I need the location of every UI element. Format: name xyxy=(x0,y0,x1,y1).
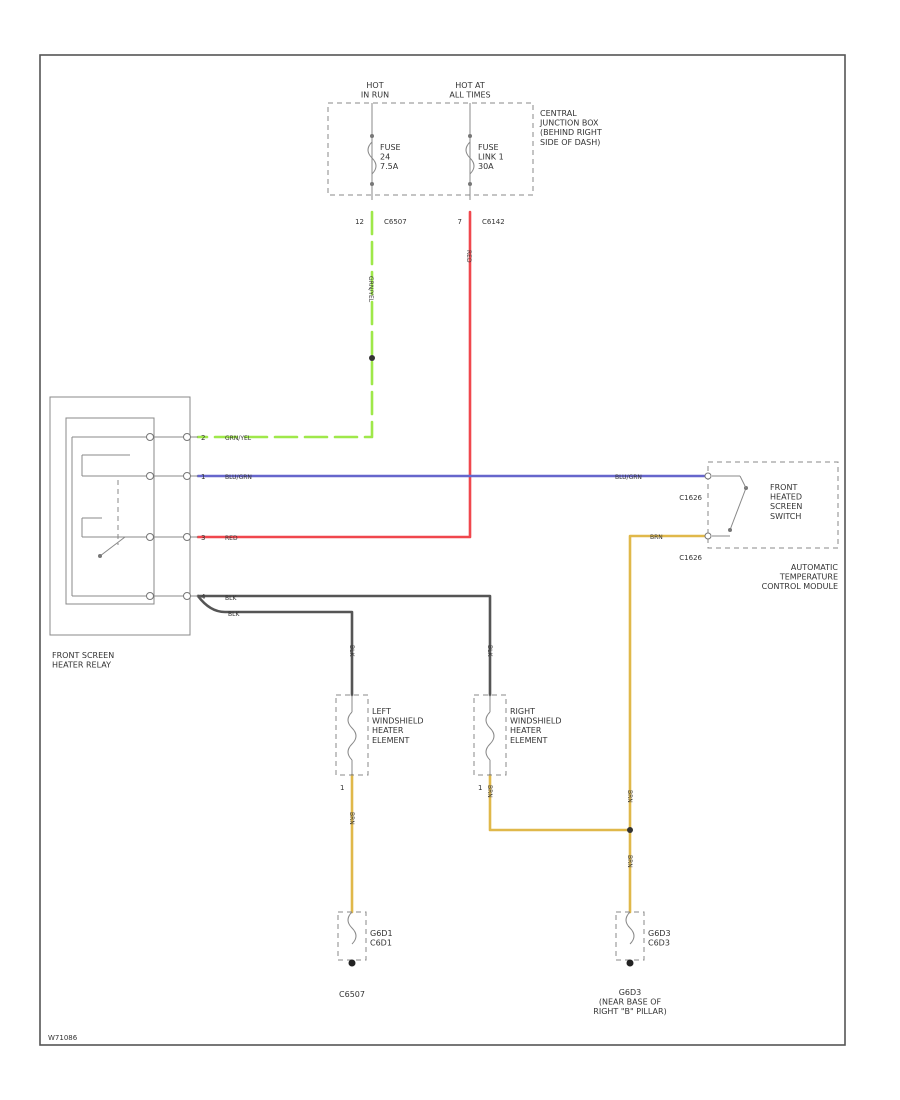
fuse-24-top-terminal xyxy=(370,134,374,138)
relay-pin-2: 2 xyxy=(201,434,205,442)
fuse-link-1-icon xyxy=(465,141,475,175)
module-connector-b: C1626 xyxy=(679,554,702,562)
wire-blk-label-b: BLK xyxy=(228,611,240,618)
diagram-code: W71086 xyxy=(48,1034,78,1042)
brn-splice xyxy=(627,827,633,833)
left-element-pin-1: 1 xyxy=(340,784,344,792)
module-outline xyxy=(707,461,839,549)
relay-outline xyxy=(49,396,191,636)
connector-a-pin: 12 xyxy=(355,218,364,226)
wire-grn-yel-label: GRN/YEL xyxy=(225,435,252,442)
wire-blu-grn-label-right: BLU/GRN xyxy=(615,474,642,481)
wire-blk-label-a: BLK xyxy=(225,595,237,602)
wire-red xyxy=(196,210,472,539)
fuse-24-icon xyxy=(367,141,377,175)
right-ground-point xyxy=(626,959,634,967)
wire-brn-label-right: BRN xyxy=(486,785,493,798)
relay-inner-housing xyxy=(65,417,155,605)
left-heater-element-icon xyxy=(347,711,357,761)
left-ground-point xyxy=(348,959,356,967)
wire-red-label: RED xyxy=(225,535,238,542)
wire-blk-right-element xyxy=(196,594,492,697)
diagram-frame xyxy=(39,54,846,1046)
relay-pin-3: 3 xyxy=(201,534,205,542)
right-heater-element-icon xyxy=(485,711,495,761)
left-ground-icon xyxy=(347,911,357,945)
wire-blk-label-left-vertical: BLK xyxy=(348,645,355,657)
relay-switch-contact xyxy=(99,536,126,557)
wire-brn-label-vertical: BRN xyxy=(626,790,633,803)
wire-blk-label-right-vertical: BLK xyxy=(486,645,493,657)
grn-yel-splice xyxy=(369,355,375,361)
wire-red-label-vertical: RED xyxy=(465,250,472,263)
right-element-pin-1: 1 xyxy=(478,784,482,792)
wire-blu-grn-label-left: BLU/GRN xyxy=(225,474,252,481)
right-ground-icon xyxy=(625,911,635,945)
wire-grn-yel-label-vertical: GRN/YEL xyxy=(367,276,374,303)
wire-grn-yel xyxy=(196,210,374,439)
relay-pin-1: 1 xyxy=(201,473,205,481)
fuse-link-1-top-terminal xyxy=(468,134,472,138)
heated-screen-switch-contact xyxy=(729,487,747,531)
relay-connector-pins xyxy=(146,433,191,600)
wire-brn-label-lower: BRN xyxy=(626,855,633,868)
wire-brn-module xyxy=(488,534,708,832)
junction-box-outline xyxy=(327,102,534,196)
left-ground-label: C6507 xyxy=(339,990,365,999)
wire-blk-left-element xyxy=(196,594,354,697)
module-connector-a: C1626 xyxy=(679,494,702,502)
connector-b-label: C6142 xyxy=(482,218,505,226)
wire-brn-label-top: BRN xyxy=(650,534,663,541)
wire-brn-label-left: BRN xyxy=(348,812,355,825)
connector-b-pin: 7 xyxy=(458,218,462,226)
relay-pin-4: 4 xyxy=(201,593,206,601)
connector-a-label: C6507 xyxy=(384,218,407,226)
